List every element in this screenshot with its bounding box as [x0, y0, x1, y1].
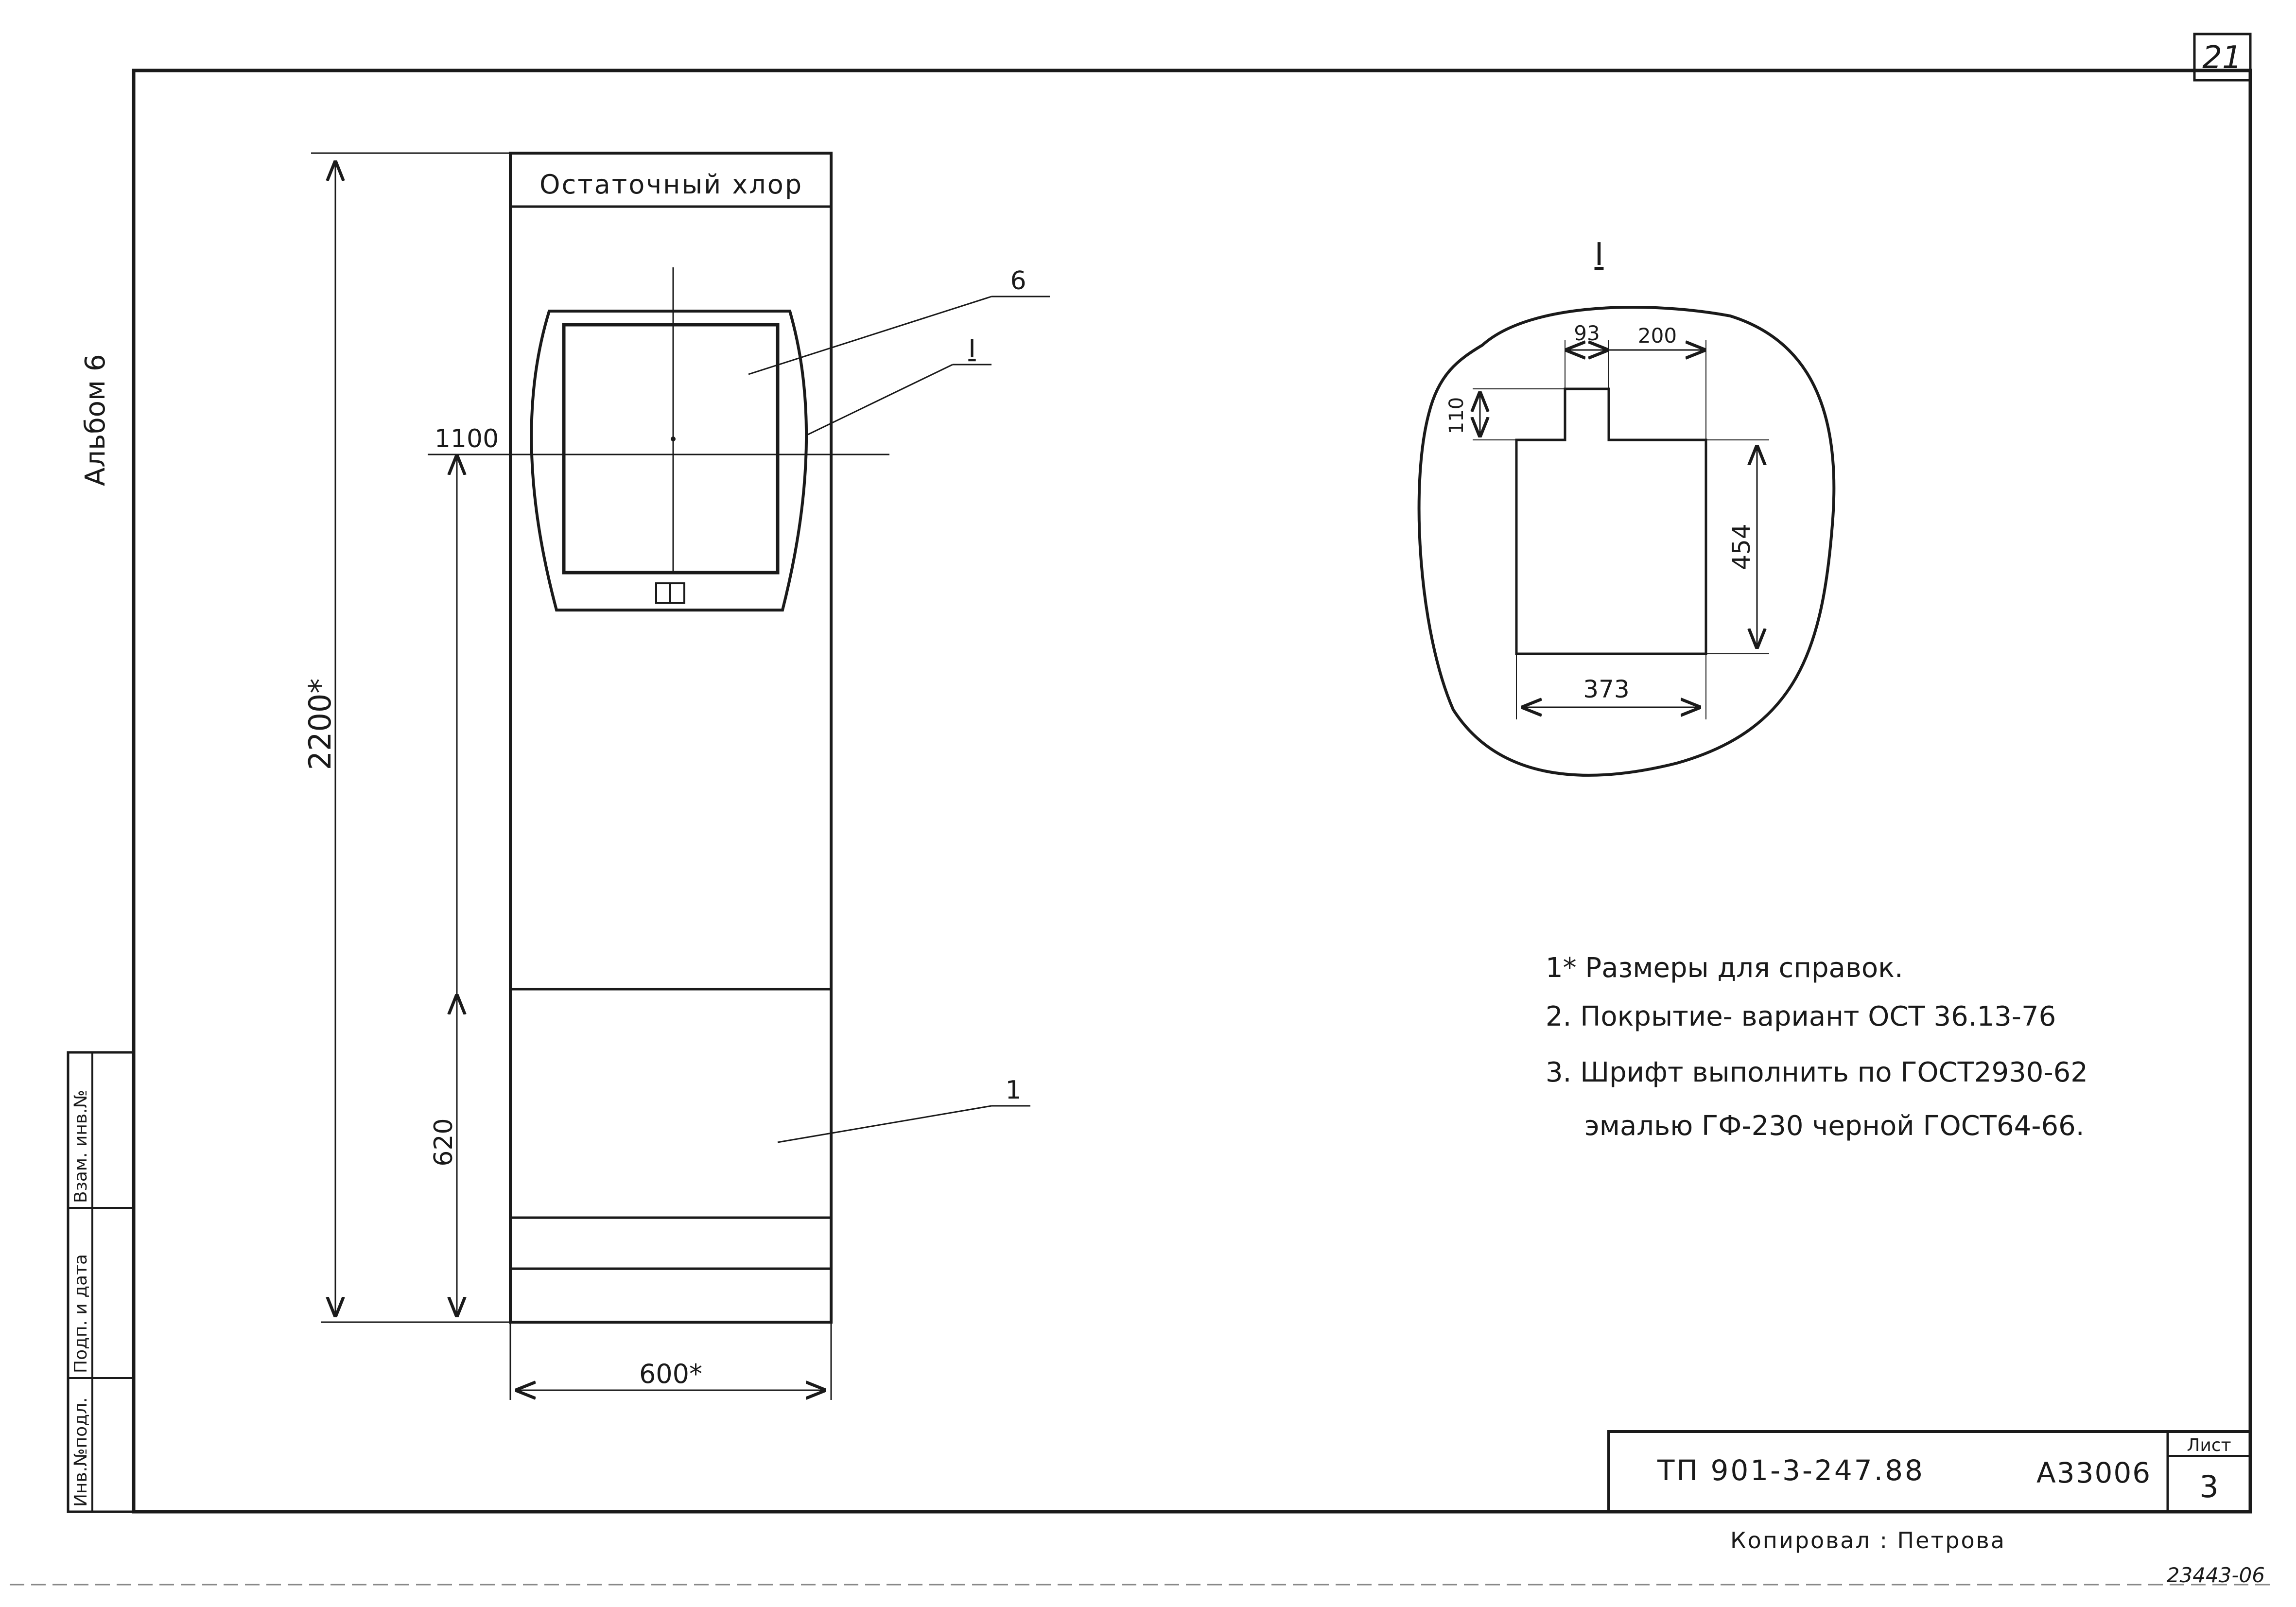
- page-number-box: 21: [2193, 33, 2252, 82]
- dim-lower-height: 620: [429, 1118, 458, 1166]
- archive-number: 23443-06: [2167, 1563, 2265, 1587]
- detail-dim-body-width: 373: [1583, 675, 1629, 703]
- stamp-signature-date: Подп. и дата: [71, 1254, 91, 1373]
- stamp-inv-number: Инв.№подл.: [71, 1397, 91, 1507]
- album-code: А33006: [2036, 1456, 2151, 1489]
- dim-center-height: 1100: [435, 424, 499, 454]
- note-2: 2. Покрытие- вариант ОСТ 36.13-76: [1546, 1001, 2056, 1032]
- panel-header-label: Остаточный хлор: [539, 169, 803, 200]
- detail-dim-body-height: 454: [1727, 524, 1756, 570]
- sheet-frame: [10, 69, 2275, 1586]
- page-number: 21: [2202, 40, 2242, 76]
- title-block: [1607, 1430, 2252, 1513]
- stamp-replaced-inv: Взам. инв.№: [71, 1090, 91, 1203]
- detail-dim-tab-width: 93: [1574, 321, 1600, 345]
- detail-dim-tab-height: 110: [1445, 397, 1468, 434]
- panel-outline: [509, 152, 833, 1400]
- dim-height-total: 2200*: [302, 679, 338, 770]
- album-label: Альбом 6: [80, 354, 111, 486]
- detail-dim-tab-offset: 200: [1638, 324, 1677, 348]
- detail-view: [1417, 306, 1836, 777]
- note-3: 3. Шрифт выполнить по ГОСТ2930-62: [1546, 1057, 2088, 1088]
- doc-code: ТП 901-3-247.88: [1657, 1454, 1925, 1487]
- copied-by: Копировал : Петрова: [1730, 1527, 2006, 1554]
- note-1: 1* Размеры для справок.: [1546, 952, 1903, 984]
- detail-title: I: [1595, 237, 1604, 273]
- notes-block: 1* Размеры для справок. 2. Покрытие- вар…: [1546, 952, 2088, 1142]
- dim-width: 600*: [639, 1359, 702, 1389]
- side-stamp: Инв.№подл. Подп. и дата Взам. инв.№: [67, 1051, 135, 1513]
- sheet-label: Лист: [2187, 1435, 2231, 1455]
- callout-6: 6: [1010, 266, 1026, 296]
- panel-dimensions: [311, 152, 826, 1390]
- callout-1: 1: [1005, 1076, 1021, 1105]
- note-3-continued: эмалью ГФ-230 черной ГОСТ64-66.: [1584, 1110, 2085, 1142]
- instrument-window: [428, 267, 889, 611]
- callout-section-I: I: [968, 334, 975, 364]
- callout-leaders: [748, 296, 1050, 1143]
- sheet-number: 3: [2199, 1469, 2218, 1504]
